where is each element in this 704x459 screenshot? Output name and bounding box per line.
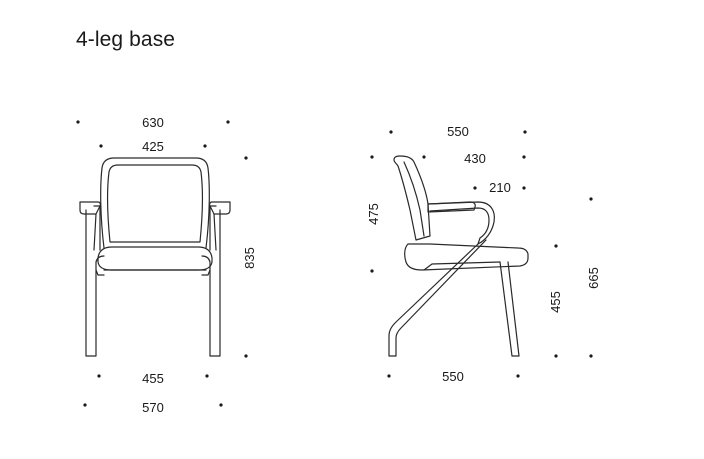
front-seat (97, 246, 213, 271)
dim-seat-height: 455 (548, 291, 563, 313)
dim-seat-depth: 430 (464, 151, 486, 166)
dim-overall-width: 630 (142, 115, 164, 130)
dim-backrest-width: 425 (142, 139, 164, 154)
side-seat (404, 243, 529, 271)
front-backrest-panel (107, 164, 203, 243)
front-left-arm (79, 201, 101, 215)
side-dimension-dots (370, 130, 593, 378)
front-left-arm-post (93, 205, 101, 251)
side-front-leg (499, 261, 520, 357)
dim-armrest-depth: 210 (489, 180, 511, 195)
side-arm-frame (427, 201, 495, 245)
front-dimension-dots (76, 120, 248, 407)
front-view-chair (79, 157, 231, 357)
dim-base-depth: 550 (442, 369, 464, 384)
front-right-leg (201, 209, 221, 357)
side-view-chair (388, 155, 529, 357)
side-backrest (393, 155, 431, 241)
front-left-leg (85, 209, 105, 357)
side-rear-leg (388, 239, 487, 357)
front-right-arm-post (209, 205, 217, 251)
side-seat-underside (423, 261, 501, 271)
dim-base-width: 570 (142, 400, 164, 415)
dim-leg-inner-width: 455 (142, 371, 164, 386)
page-title: 4-leg base (76, 28, 176, 51)
dim-backrest-height: 475 (366, 203, 381, 225)
front-seat-support (95, 269, 211, 276)
front-backrest-frame (100, 157, 210, 249)
dim-overall-depth: 550 (447, 124, 469, 139)
dim-armrest-height: 665 (586, 267, 601, 289)
side-backrest-inner (403, 161, 425, 237)
dim-front-height: 835 (242, 247, 257, 269)
